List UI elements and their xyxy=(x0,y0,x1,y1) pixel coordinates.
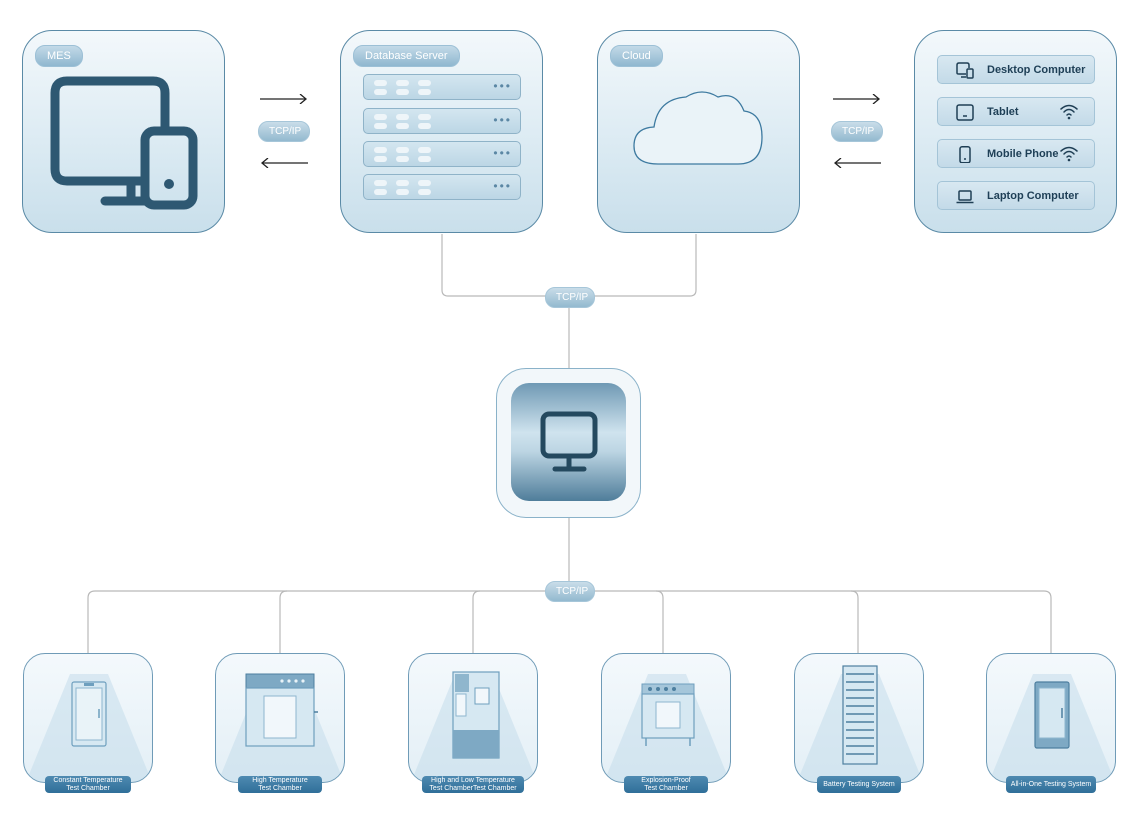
equipment-label: All-in-One Testing System xyxy=(1006,776,1096,793)
device-tablet[interactable]: Tablet xyxy=(937,97,1095,126)
device-label: Desktop Computer xyxy=(987,64,1085,76)
server-rack-unit: ••• xyxy=(363,74,521,100)
single-door-chamber-icon xyxy=(24,654,153,783)
equipment-card-high-low-temperature[interactable] xyxy=(408,653,538,783)
arrow-right-icon xyxy=(260,94,308,104)
device-label: Laptop Computer xyxy=(987,190,1079,202)
oven-chamber-icon xyxy=(216,654,345,783)
monitor-icon xyxy=(511,383,626,501)
all-in-one-cabinet-icon xyxy=(987,654,1116,783)
mes-card[interactable]: MES xyxy=(22,30,225,233)
arrow-left-icon xyxy=(833,158,881,168)
equipment-card-all-in-one[interactable] xyxy=(986,653,1116,783)
central-monitor-panel xyxy=(511,383,626,501)
tablet-icon xyxy=(956,104,974,121)
equipment-label: Battery Testing System xyxy=(817,776,901,793)
device-label: Mobile Phone xyxy=(987,148,1059,160)
battery-rack-icon xyxy=(795,654,924,783)
database-server-card[interactable]: Database Server ••• ••• ••• ••• xyxy=(340,30,543,233)
equipment-card-explosion-proof[interactable] xyxy=(601,653,731,783)
equipment-card-battery-testing[interactable] xyxy=(794,653,924,783)
arrow-right-icon xyxy=(833,94,881,104)
server-rack-unit: ••• xyxy=(363,141,521,167)
mobile-phone-icon xyxy=(956,146,974,163)
laptop-icon xyxy=(956,188,974,205)
wifi-icon xyxy=(1060,104,1078,120)
client-devices-card[interactable]: Desktop Computer Tablet Mobile Phone Lap… xyxy=(914,30,1117,233)
tcpip-link-left: TCP/IP xyxy=(258,121,310,142)
tcpip-link-upper: TCP/IP xyxy=(545,287,595,308)
device-desktop-computer[interactable]: Desktop Computer xyxy=(937,55,1095,84)
tcpip-link-lower: TCP/IP xyxy=(545,581,595,602)
explosion-proof-chamber-icon xyxy=(602,654,731,783)
arrow-left-icon xyxy=(260,158,308,168)
server-rack-unit: ••• xyxy=(363,108,521,134)
tcpip-link-right: TCP/IP xyxy=(831,121,883,142)
device-label: Tablet xyxy=(987,106,1019,118)
desktop-computer-icon xyxy=(956,62,974,79)
central-monitor-node[interactable] xyxy=(496,368,641,518)
device-laptop-computer[interactable]: Laptop Computer xyxy=(937,181,1095,210)
equipment-card-high-temperature[interactable] xyxy=(215,653,345,783)
climatic-chamber-icon xyxy=(409,654,538,783)
wifi-icon xyxy=(1060,146,1078,162)
cloud-icon xyxy=(598,31,800,233)
server-rack-unit: ••• xyxy=(363,174,521,200)
database-server-tag: Database Server xyxy=(353,45,460,67)
equipment-card-constant-temperature[interactable] xyxy=(23,653,153,783)
cloud-card[interactable]: Cloud xyxy=(597,30,800,233)
desktop-with-tablet-icon xyxy=(23,31,225,233)
device-mobile-phone[interactable]: Mobile Phone xyxy=(937,139,1095,168)
